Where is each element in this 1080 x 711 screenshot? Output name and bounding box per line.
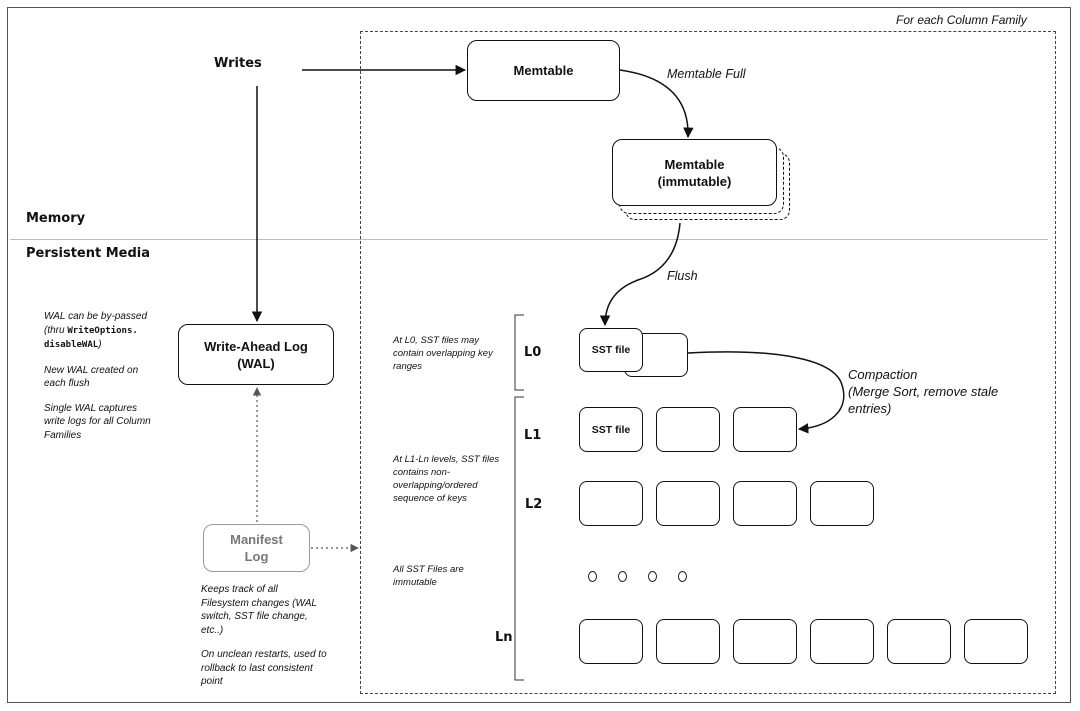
manifest-note1-b: Filesystem changes (WAL: [201, 597, 317, 609]
l0-note-a: At L0, SST files may: [393, 335, 480, 346]
memtable-full-arrow: [619, 69, 694, 139]
immutable-note: All SST Files are immutable: [393, 563, 518, 589]
wal-line1: Write-Ahead Log: [204, 338, 308, 354]
flush-arrow: [599, 222, 681, 327]
level-l0-label: L0: [524, 345, 542, 360]
compaction-arrow: [687, 351, 845, 434]
l0-sst-file: SST file: [579, 328, 643, 372]
compaction-label: Compaction (Merge Sort, remove stale ent…: [848, 366, 998, 417]
l1-sst-file-1: SST file: [579, 407, 643, 452]
l1-sst-file-3: [733, 407, 797, 452]
column-family-label: For each Column Family: [896, 13, 1027, 27]
immutable-note-b: immutable: [393, 577, 437, 588]
wal-note1-code1: WriteOptions.: [67, 325, 138, 336]
ln-sst-file-4: [810, 619, 874, 664]
wal-note2-a: New WAL created on: [44, 364, 139, 376]
l0-note: At L0, SST files may contain overlapping…: [393, 334, 518, 373]
l2-sst-file-4: [810, 481, 874, 526]
ln-sst-file-2: [656, 619, 720, 664]
manifest-note1-c: switch, SST file change,: [201, 611, 308, 622]
memtable-label: Memtable: [513, 63, 574, 78]
l2-sst-file-3: [733, 481, 797, 526]
ln-note-d: sequence of keys: [393, 493, 467, 504]
ln-sst-file-6: [964, 619, 1028, 664]
manifest-note2-a: On unclean restarts, used to: [201, 649, 327, 660]
wal-notes: WAL can be by-passed (thru WriteOptions.…: [44, 310, 184, 453]
compaction-line3: entries): [848, 401, 892, 416]
l1-sst-file-label: SST file: [591, 423, 631, 436]
manifest-note1-d: etc..): [201, 624, 224, 636]
memtable-immutable-box: Memtable (immutable): [612, 139, 777, 206]
ln-note-b: contains non-: [393, 467, 451, 478]
ln-sst-file-5: [887, 619, 951, 664]
compaction-line1: Compaction: [848, 367, 918, 382]
ellipsis-dot-2: [618, 571, 627, 582]
ln-sst-file-1: [579, 619, 643, 664]
ln-sst-file-3: [733, 619, 797, 664]
wal-note2-b: each flush: [44, 378, 90, 389]
memtable-full-label: Memtable Full: [667, 67, 746, 81]
memtable-immutable-line2: (immutable): [657, 173, 732, 189]
manifest-note2-c: point: [201, 676, 223, 687]
l2-sst-file-1: [579, 481, 643, 526]
wal-note1-code2: disableWAL: [44, 340, 99, 350]
level-ln-label: Ln: [495, 630, 513, 645]
memory-persistent-divider: [10, 239, 1048, 240]
ln-note-c: overlapping/ordered: [393, 480, 478, 491]
column-family-region: [360, 31, 1056, 694]
immutable-note-a: All SST Files are: [393, 564, 464, 575]
ln-note-a: At L1-Ln levels, SST files: [393, 454, 500, 465]
ellipsis-dot-1: [588, 571, 597, 582]
manifest-line1: Manifest: [230, 532, 283, 547]
level-l2-label: L2: [525, 497, 543, 512]
wal-note3-c: Families: [44, 429, 82, 441]
manifest-note1-a: Keeps track of all: [201, 584, 278, 595]
outer-frame: [7, 7, 1071, 703]
wal-note1-a: WAL can be by-passed: [44, 311, 148, 322]
l0-sst-file-label: SST file: [591, 344, 631, 356]
flush-label: Flush: [667, 269, 698, 283]
l1-sst-file-2: [656, 407, 720, 452]
wal-note1-c: ): [98, 339, 102, 350]
manifest-log-box: Manifest Log: [203, 524, 310, 572]
l0-note-b: contain overlapping key: [393, 348, 493, 359]
memtable-immutable-line1: Memtable: [664, 156, 725, 172]
compaction-line2: (Merge Sort, remove stale: [848, 384, 999, 399]
l2-sst-file-2: [656, 481, 720, 526]
ln-note: At L1-Ln levels, SST files contains non-…: [393, 453, 518, 505]
manifest-line2: Log: [244, 549, 269, 564]
manifest-notes: Keeps track of all Filesystem changes (W…: [201, 583, 351, 700]
persistent-media-region-label: Persistent Media: [26, 246, 151, 261]
l0-bracket: [514, 314, 524, 391]
memory-region-label: Memory: [26, 211, 86, 226]
wal-line2: (WAL): [237, 355, 275, 371]
ellipsis-dot-4: [678, 571, 687, 582]
l0-note-c: ranges: [393, 361, 423, 372]
wal-note3-b: write logs for all Column: [44, 416, 151, 427]
writes-label: Writes: [214, 56, 262, 71]
memtable-box: Memtable: [467, 40, 620, 101]
l1-ln-bracket: [514, 396, 524, 681]
ellipsis-dot-3: [648, 571, 657, 582]
wal-note1-b: (thru: [44, 324, 68, 336]
wal-note3-a: Single WAL captures: [44, 402, 138, 414]
level-l1-label: L1: [524, 428, 542, 443]
manifest-note2-b: rollback to last consistent: [201, 662, 313, 674]
wal-box: Write-Ahead Log (WAL): [178, 324, 334, 385]
